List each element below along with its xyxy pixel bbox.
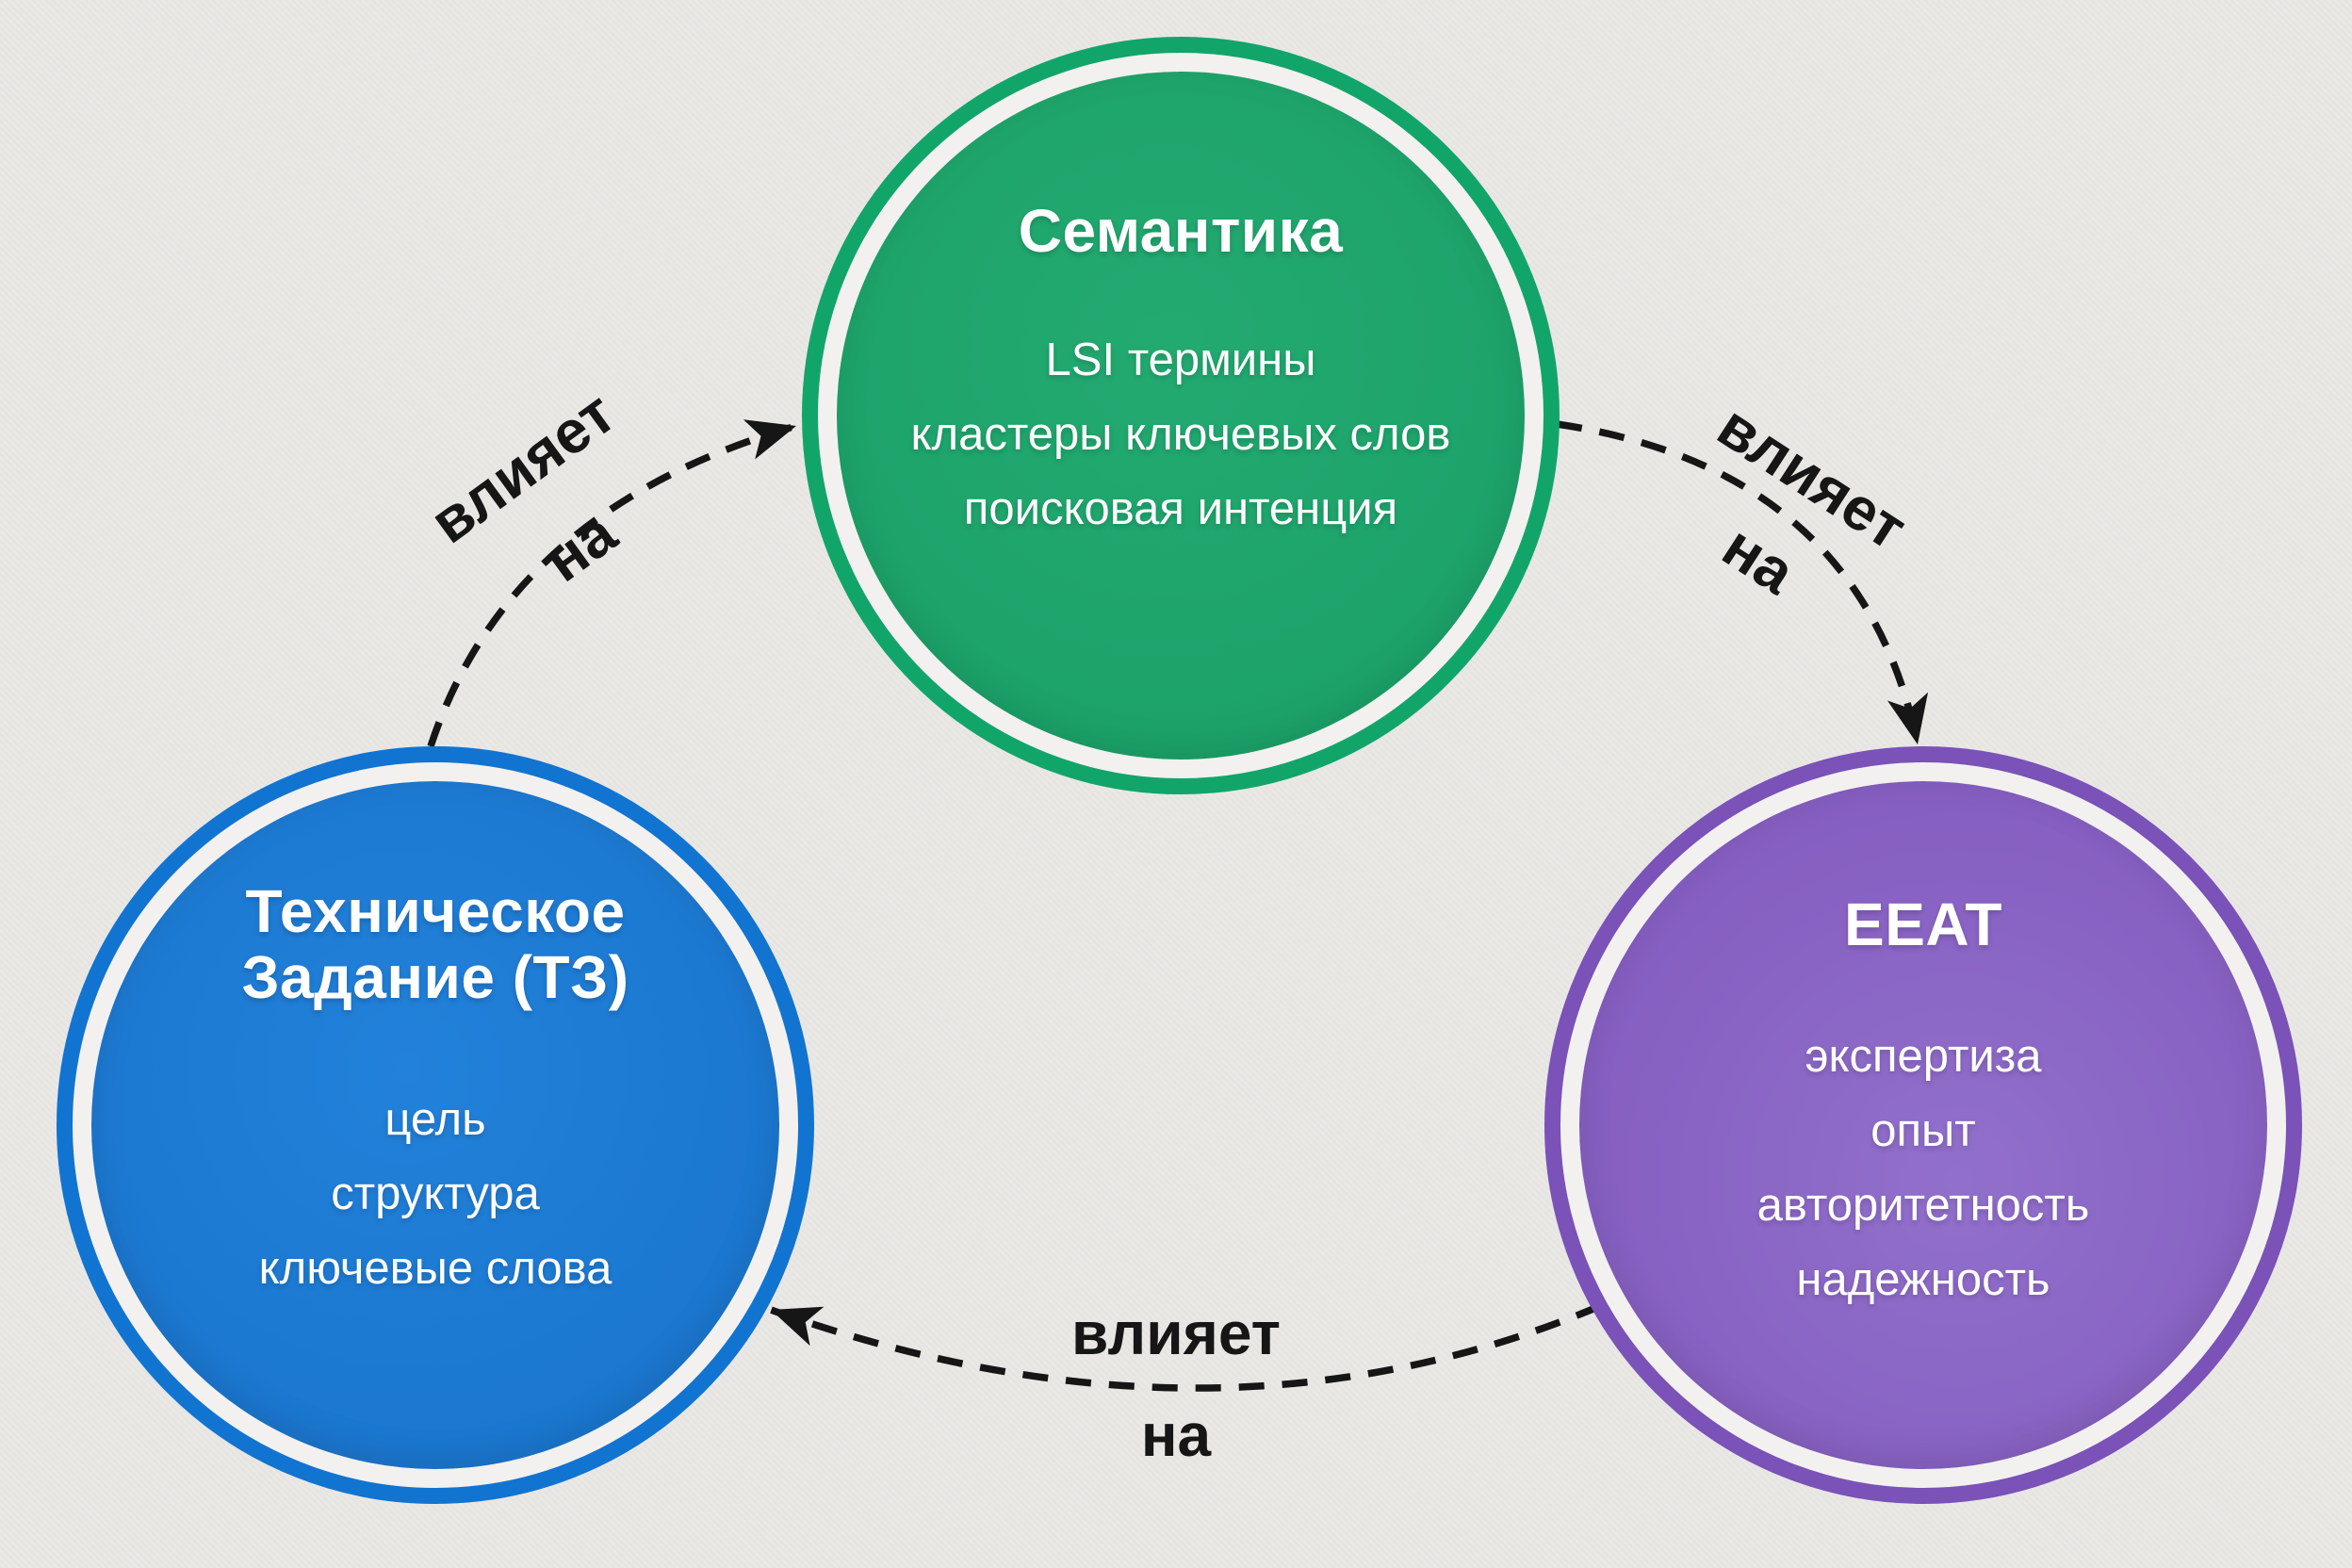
node-semantics-item: LSI термины	[1045, 335, 1316, 385]
node-eeat: EEAT экспертиза опыт авторитетность наде…	[1544, 746, 2302, 1504]
node-semantics-item: кластеры ключевых слов	[910, 409, 1451, 460]
node-semantics-fill	[837, 72, 1525, 760]
node-semantics: Семантика LSI термины кластеры ключевых …	[802, 37, 1560, 794]
node-tz-fill	[91, 781, 779, 1469]
node-tz-title: Техническое Задание (ТЗ)	[241, 878, 629, 1010]
node-tz-items: цель структура ключевые слова	[259, 1083, 612, 1306]
node-semantics-title: Семантика	[1019, 198, 1344, 264]
node-eeat-items: экспертиза опыт авторитетность надежност…	[1757, 1020, 2090, 1317]
node-semantics-items: LSI термины кластеры ключевых слов поиск…	[911, 323, 1451, 547]
node-eeat-title: EEAT	[1844, 891, 2002, 957]
node-tz-title-line: Задание (ТЗ)	[241, 943, 629, 1011]
node-tz-item: цель	[384, 1094, 486, 1145]
node-eeat-fill	[1579, 781, 2267, 1469]
node-tz-item: ключевые слова	[258, 1243, 612, 1294]
arrow-eeat-to-tz	[769, 1302, 1602, 1392]
node-semantics-title-line: Семантика	[1018, 197, 1344, 265]
node-semantics-item: поисковая интенция	[963, 483, 1398, 534]
node-eeat-title-line: EEAT	[1844, 890, 2002, 958]
edge-label-eeat-to-tz: влияет на	[1071, 1282, 1281, 1486]
edge-label-word: на	[1140, 1401, 1212, 1469]
edge-label-word: влияет	[1071, 1299, 1281, 1367]
node-tz-title-line: Техническое	[245, 877, 626, 945]
arrow-tz-to-semantics	[427, 419, 798, 748]
node-tz-item: структура	[331, 1168, 540, 1219]
node-eeat-item: опыт	[1870, 1105, 1976, 1156]
node-eeat-item: экспертиза	[1805, 1031, 2042, 1082]
node-eeat-item: надежность	[1796, 1254, 2050, 1305]
node-tz: Техническое Задание (ТЗ) цель структура …	[57, 746, 814, 1504]
node-eeat-item: авторитетность	[1756, 1180, 2090, 1231]
arrow-semantics-to-eeat	[1556, 420, 1929, 745]
